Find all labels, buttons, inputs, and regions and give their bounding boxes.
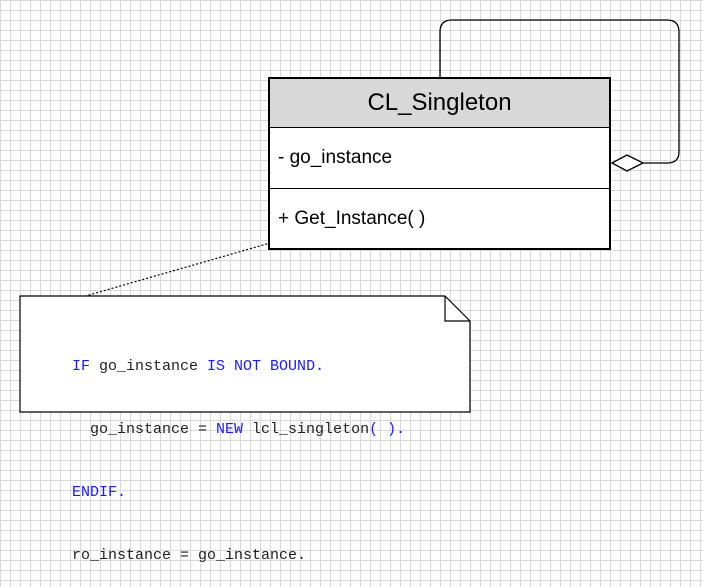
code-text: go_instance [90,358,208,375]
operation-get-instance: + Get_Instance( ) [278,208,426,229]
operations-compartment: + Get_Instance( ) [270,189,609,249]
code-keyword: NEW [216,421,244,438]
attribute-go-instance: - go_instance [278,147,393,168]
note-anchor-line [81,234,299,298]
code-line-2: go_instance = NEW lcl_singleton( ). [72,419,405,440]
uml-class-box[interactable]: CL_Singleton - go_instance + Get_Instanc… [268,77,611,250]
code-text: ro_instance = go_instance. [72,547,307,564]
code-keyword: IS NOT BOUND. [207,358,325,375]
diagram-canvas [19,19,680,413]
code-text: go_instance = [72,421,217,438]
attributes-compartment: - go_instance [270,128,609,189]
note-folded-corner [444,296,470,322]
code-keyword: ENDIF. [72,484,127,501]
code-keyword: ( ). [369,421,406,438]
class-name: CL_Singleton [367,89,512,116]
code-line-4: ro_instance = go_instance. [72,545,405,566]
self-association-line [439,19,680,164]
code-line-3: ENDIF. [72,482,405,503]
class-name-compartment: CL_Singleton [270,79,609,128]
note-code: IF go_instance IS NOT BOUND. go_instance… [72,314,405,587]
code-note [19,295,471,413]
code-text: lcl_singleton [243,421,370,438]
aggregation-diamond [610,154,645,172]
code-line-1: IF go_instance IS NOT BOUND. [72,356,405,377]
code-keyword: IF [72,358,91,375]
